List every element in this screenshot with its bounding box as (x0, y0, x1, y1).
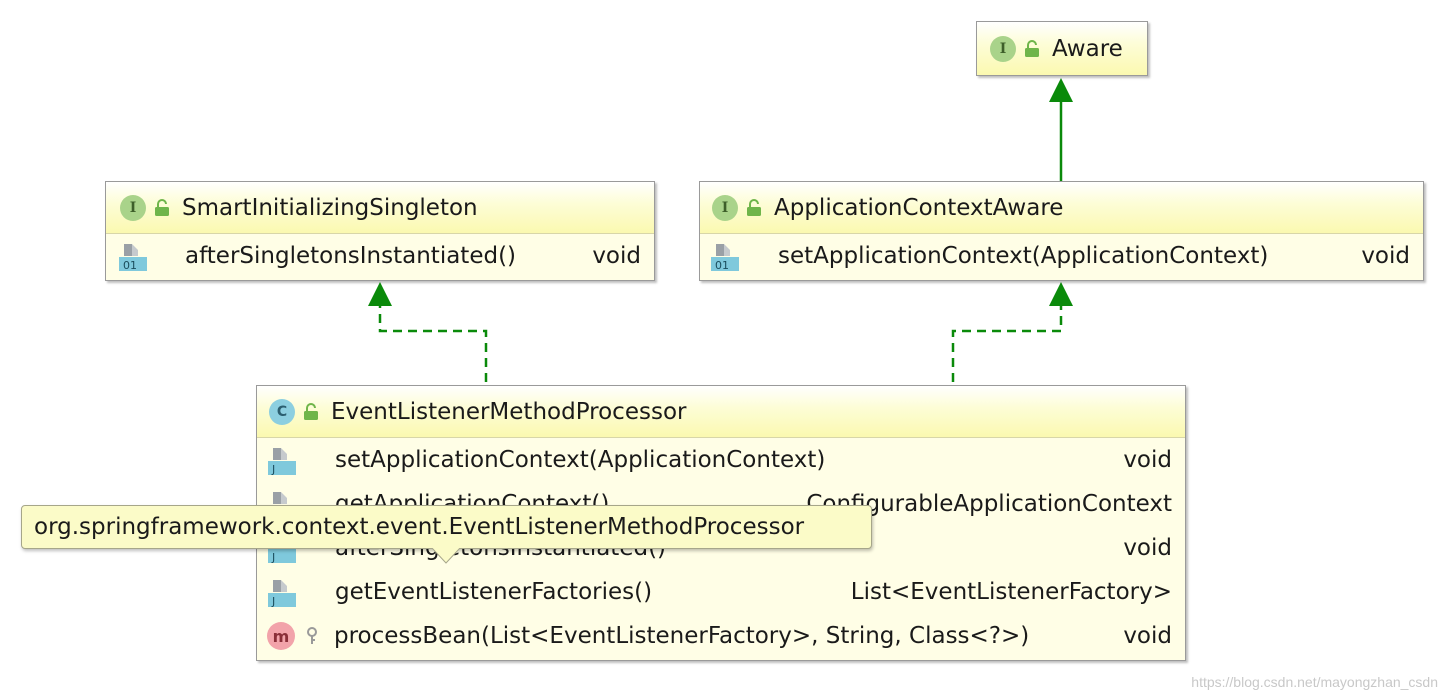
watermark: https://blog.csdn.net/mayongzhan_csdn (1191, 674, 1438, 690)
smart-initializing-singleton-box[interactable]: I SmartInitializingSingleton 01 afterSin… (105, 181, 655, 281)
method-return-type: void (1123, 623, 1172, 649)
smart-initializing-singleton-title: SmartInitializingSingleton (182, 194, 478, 221)
implemented-method-icon: J (268, 448, 296, 476)
svg-text:J: J (271, 463, 275, 476)
method-signature: getEventListenerFactories() (335, 579, 653, 605)
unlocked-lock-icon (1025, 39, 1039, 57)
event-listener-method-processor-header: C EventListenerMethodProcessor (257, 386, 1185, 438)
method-return-type: List<EventListenerFactory> (850, 579, 1172, 605)
method-signature: processBean(List<EventListenerFactory>, … (334, 623, 1030, 649)
key-icon (307, 627, 317, 644)
abstract-method-icon: 01 (119, 244, 147, 272)
method-return-type: void (1123, 535, 1172, 561)
implements-line-smart (378, 304, 488, 382)
tooltip-pointer (432, 548, 460, 564)
private-method-icon: m (267, 622, 295, 650)
svg-text:J: J (271, 551, 275, 564)
implements-arrowhead-smart (368, 282, 392, 306)
method-row[interactable]: 01 setApplicationContext(ApplicationCont… (700, 234, 1423, 278)
class-qualified-name-tooltip: org.springframework.context.event.EventL… (21, 505, 872, 549)
method-row[interactable]: 01 afterSingletonsInstantiated() void (106, 234, 654, 278)
method-signature: afterSingletonsInstantiated() (185, 243, 517, 269)
implements-arrowhead-appctx (1049, 282, 1073, 306)
svg-text:01: 01 (123, 259, 137, 272)
event-listener-method-processor-title: EventListenerMethodProcessor (331, 398, 687, 425)
implements-line-appctx (951, 304, 1063, 382)
aware-interface-box[interactable]: I Aware (976, 21, 1148, 76)
method-row[interactable]: m processBean(List<EventListenerFactory>… (257, 614, 1185, 658)
unlocked-lock-icon (155, 198, 169, 216)
unlocked-lock-icon (747, 198, 761, 216)
extends-arrowhead-aware (1049, 78, 1073, 102)
aware-title: Aware (1052, 35, 1123, 62)
interface-icon: I (120, 194, 146, 221)
interface-icon: I (990, 35, 1016, 62)
svg-text:01: 01 (715, 259, 729, 272)
application-context-aware-box[interactable]: I ApplicationContextAware 01 setApplicat… (699, 181, 1424, 281)
abstract-method-icon: 01 (711, 244, 739, 272)
method-return-type: void (592, 243, 641, 269)
svg-text:J: J (271, 595, 275, 608)
tooltip-text: org.springframework.context.event.EventL… (34, 514, 805, 540)
method-row[interactable]: J setApplicationContext(ApplicationConte… (257, 438, 1185, 482)
smart-initializing-singleton-header: I SmartInitializingSingleton (106, 182, 654, 234)
aware-header: I Aware (977, 22, 1147, 75)
implemented-method-icon: J (268, 580, 296, 608)
application-context-aware-title: ApplicationContextAware (774, 194, 1064, 221)
interface-icon: I (712, 194, 738, 221)
method-signature: setApplicationContext(ApplicationContext… (335, 447, 826, 473)
method-signature: setApplicationContext(ApplicationContext… (778, 243, 1269, 269)
method-return-type: void (1361, 243, 1410, 269)
method-row[interactable]: J getEventListenerFactories() List<Event… (257, 570, 1185, 614)
class-icon: C (269, 398, 295, 425)
method-return-type: void (1123, 447, 1172, 473)
unlocked-lock-icon (304, 402, 318, 420)
application-context-aware-header: I ApplicationContextAware (700, 182, 1423, 234)
